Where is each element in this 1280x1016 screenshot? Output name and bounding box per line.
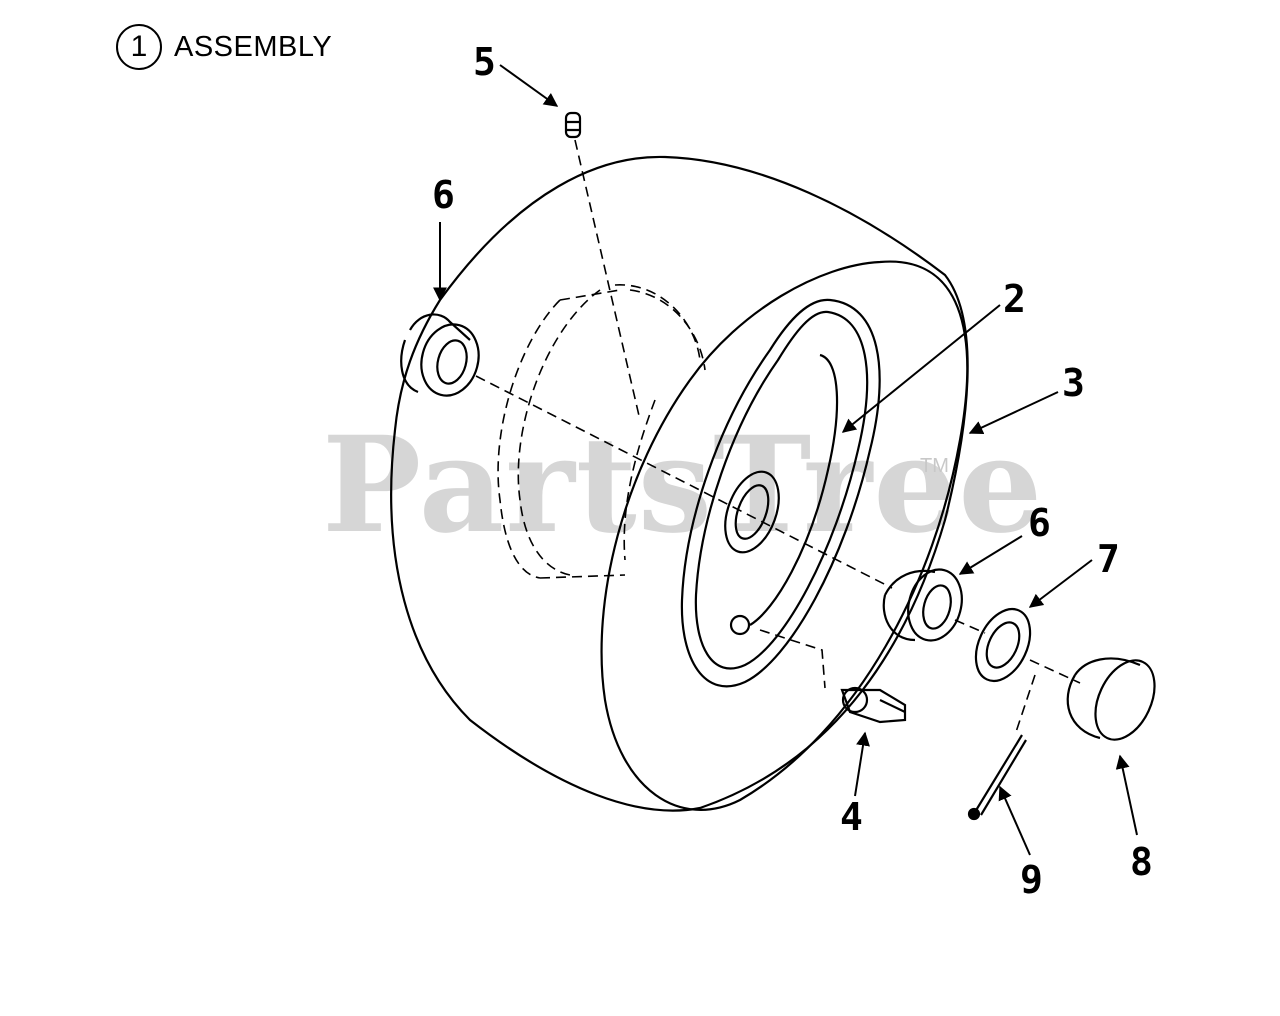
cotter-pin — [967, 734, 1027, 821]
arrow-2 — [841, 304, 1001, 433]
grease-fitting — [564, 111, 582, 139]
callout-5: 5 — [473, 40, 496, 84]
arrow-7 — [1028, 559, 1093, 608]
washer — [974, 607, 1032, 683]
arrow-8 — [1115, 754, 1138, 836]
callout-9: 9 — [1020, 858, 1043, 902]
callout-numbers: 5 6 2 3 6 7 4 9 8 — [432, 40, 1153, 902]
trademark-symbol: TM — [920, 455, 949, 477]
assembly-number-circle: 1 — [116, 24, 162, 70]
callout-3: 3 — [1062, 361, 1085, 405]
assembly-title: ASSEMBLY — [174, 30, 333, 63]
arrow-9 — [998, 785, 1031, 856]
rim-hidden-lines — [497, 284, 706, 579]
callout-arrows — [433, 64, 1138, 856]
assembly-axis-lines — [475, 139, 1081, 736]
partstree-watermark: PartsTree — [322, 408, 1044, 563]
callout-7: 7 — [1097, 537, 1120, 581]
callout-8: 8 — [1130, 840, 1153, 884]
arrow-6-right — [958, 535, 1023, 575]
callout-6-left: 6 — [432, 173, 455, 217]
arrow-4 — [854, 731, 870, 797]
tire — [390, 155, 969, 812]
arrow-5 — [499, 64, 559, 107]
rim — [680, 298, 881, 688]
arrow-3 — [968, 391, 1059, 435]
valve-stem — [840, 686, 907, 724]
hub-cap — [1066, 657, 1156, 741]
bearing-right — [882, 568, 963, 642]
callout-2: 2 — [1003, 277, 1026, 321]
callout-6-right: 6 — [1028, 501, 1051, 545]
callout-4: 4 — [840, 795, 863, 839]
bearing-left — [400, 313, 480, 397]
assembly-label: 1 ASSEMBLY — [116, 24, 332, 70]
